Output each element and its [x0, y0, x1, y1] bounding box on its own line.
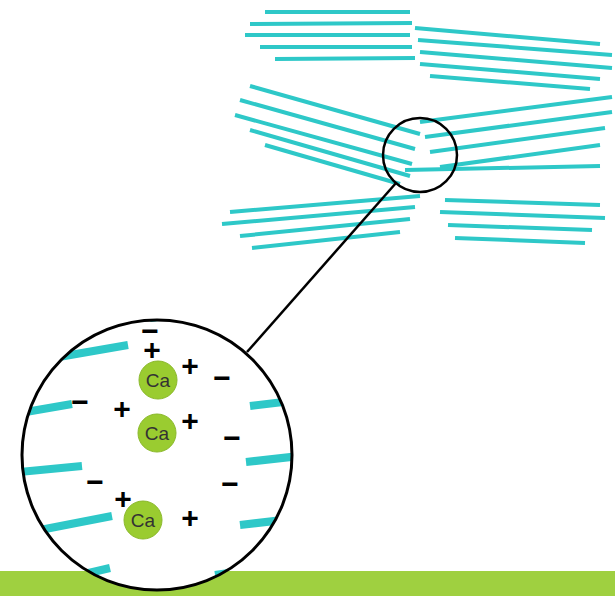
charge-sign: + [143, 335, 161, 365]
charge-sign: + [181, 406, 199, 436]
clay-platelets [222, 12, 612, 248]
magnified-view [22, 320, 292, 590]
calcium-ion: Ca [137, 413, 177, 453]
ion-circle [138, 414, 176, 452]
ion-circle [139, 361, 177, 399]
zoom-circle [383, 118, 457, 192]
ion-label: Ca [131, 511, 155, 530]
charge-sign: − [213, 363, 231, 393]
zoom-leader [247, 183, 396, 352]
ion-label: Ca [146, 371, 170, 390]
charge-sign: + [113, 394, 131, 424]
charge-sign: − [86, 467, 104, 497]
magnified-platelets [20, 306, 300, 582]
charge-sign: + [181, 503, 199, 533]
charge-sign: + [114, 484, 132, 514]
calcium-ion: Ca [138, 360, 178, 400]
charge-sign: − [223, 423, 241, 453]
charge-sign: + [181, 351, 199, 381]
charge-sign: − [71, 387, 89, 417]
ion-label: Ca [145, 424, 169, 443]
magnified-outline [22, 320, 292, 590]
charge-sign: − [221, 469, 239, 499]
